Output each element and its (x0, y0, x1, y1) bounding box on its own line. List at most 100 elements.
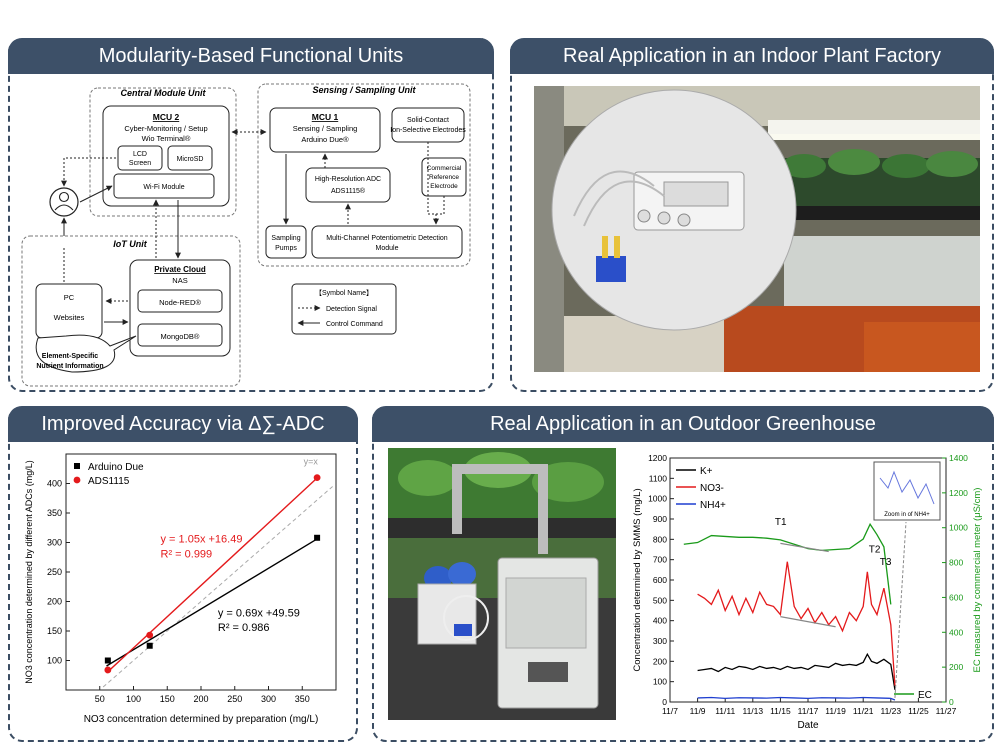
mcu1-line2: Arduino Due® (301, 135, 349, 144)
y-left-tick-label: 700 (653, 555, 667, 565)
y-left-tick-label: 100 (653, 677, 667, 687)
y-tick-label: 100 (47, 656, 62, 666)
callout-line-2: Nutrient Information (36, 363, 103, 370)
legend-label: K+ (700, 466, 713, 477)
x-tick-label: 200 (193, 694, 208, 704)
mcu1-title: MCU 1 (312, 112, 339, 122)
mcpd-box (311, 225, 463, 259)
mcu1-box (269, 107, 381, 153)
y-left-axis-label: Concentration determined by SMMS (mg/L) (632, 488, 643, 671)
x-tick-label: 100 (126, 694, 141, 704)
x-tick-label: 11/9 (690, 706, 706, 716)
central-module-unit-label: Central Module Unit (121, 88, 207, 98)
data-point-circle (104, 666, 112, 674)
mongodb-label: MongoDB® (161, 332, 200, 341)
legend-label: EC (918, 690, 932, 701)
y-left-tick-label: 500 (653, 595, 667, 605)
data-point-square (314, 534, 321, 541)
y-left-tick-label: 1100 (649, 473, 668, 483)
panel-indoor-title: Real Application in an Indoor Plant Fact… (510, 38, 994, 74)
panel-functional-units-title: Modularity-Based Functional Units (8, 38, 494, 74)
data-point-square (104, 657, 111, 664)
panel-outdoor-title: Real Application in an Outdoor Greenhous… (372, 406, 994, 442)
reference-line (102, 486, 333, 688)
y-tick-label: 200 (47, 597, 62, 607)
x-axis-label: NO3 concentration determined by preparat… (84, 714, 319, 725)
sensing-unit-label: Sensing / Sampling Unit (312, 85, 416, 95)
annotation-label: T3 (880, 557, 892, 568)
legend-control-command: Control Command (326, 321, 383, 328)
microsd-label: MicroSD (177, 156, 204, 163)
legend-detection-signal: Detection Signal (326, 306, 377, 313)
x-tick-label: 11/25 (908, 706, 929, 716)
data-point-square (146, 642, 153, 649)
y-left-tick-label: 0 (662, 697, 667, 707)
pumps-label-2: Pumps (275, 245, 297, 252)
fit-line-1 (106, 477, 318, 674)
trend-arrow (780, 542, 829, 553)
nas-label: NAS (172, 276, 187, 285)
outdoor-greenhouse-photo (388, 448, 616, 720)
legend-label: NH4+ (700, 500, 726, 511)
y-right-tick-label: 1000 (949, 523, 968, 533)
adc-label-1: High-Resolution ADC (315, 176, 381, 183)
annotation-label: T1 (775, 517, 787, 528)
inset-pointer (894, 521, 907, 698)
y-left-tick-label: 300 (653, 636, 667, 646)
legend-marker (73, 476, 81, 484)
sampling-pumps-box (265, 225, 307, 259)
x-tick-label: 350 (295, 694, 310, 704)
y-right-tick-label: 800 (949, 558, 963, 568)
y-tick-label: 300 (47, 538, 62, 548)
fit-r2-0: R² = 0.986 (218, 622, 270, 634)
lcd-label-2: Screen (129, 160, 151, 167)
x-tick-label: 11/15 (770, 706, 791, 716)
x-tick-label: 250 (227, 694, 242, 704)
microsd-box (167, 145, 213, 171)
websites-label: Websites (54, 313, 85, 322)
callout-bubble (35, 334, 137, 373)
x-tick-label: 50 (95, 694, 105, 704)
mcu2-title: MCU 2 (153, 112, 180, 122)
private-cloud-title: Private Cloud (154, 265, 206, 274)
trend-arrow (780, 616, 836, 628)
legend-title: 【Symbol Name】 (315, 289, 373, 297)
y-left-tick-label: 600 (653, 575, 667, 585)
indoor-plant-factory-photo (534, 86, 980, 372)
nodered-box (137, 289, 223, 313)
x-tick-label: 11/21 (853, 706, 874, 716)
fit-equation-1: y = 1.05x +16.49 (161, 534, 243, 546)
x-tick-label: 150 (160, 694, 175, 704)
fit-r2-1: R² = 0.999 (161, 548, 213, 560)
y-left-tick-label: 1000 (648, 494, 667, 504)
inset-label: Zoom in of NH4+ (884, 512, 930, 518)
y-right-tick-label: 200 (949, 662, 963, 672)
wifi-module-label: Wi-Fi Module (143, 184, 184, 191)
x-axis-label: Date (797, 720, 819, 731)
ref-label-2: Reference (429, 174, 459, 181)
wifi-module-box (113, 173, 215, 199)
y-left-tick-label: 900 (653, 514, 667, 524)
y-left-tick-label: 200 (653, 656, 667, 666)
mcpd-label-2: Module (376, 245, 399, 252)
iot-unit-box (21, 235, 241, 387)
y-right-tick-label: 1400 (949, 453, 968, 463)
iot-unit-label: IoT Unit (113, 239, 147, 249)
x-tick-label: 11/17 (798, 706, 819, 716)
data-point-circle (313, 474, 321, 481)
x-tick-label: 11/23 (880, 706, 901, 716)
nodered-label: Node-RED® (159, 298, 201, 307)
y-right-tick-label: 400 (949, 627, 963, 637)
series-line-0 (697, 652, 896, 690)
legend-label: NO3- (700, 483, 724, 494)
mcpd-label-1: Multi-Channel Potentiometric Detection (326, 235, 447, 242)
y-axis-label: NO3 concentration determined by differen… (24, 460, 34, 683)
plot-frame (65, 453, 337, 691)
data-point-circle (146, 631, 154, 639)
x-tick-label: 300 (261, 694, 276, 704)
ise-box (391, 107, 465, 143)
ise-label-2: Ion-Selective Electrodes (390, 127, 466, 134)
user-icon (49, 187, 79, 217)
lcd-label-1: LCD (133, 151, 147, 158)
